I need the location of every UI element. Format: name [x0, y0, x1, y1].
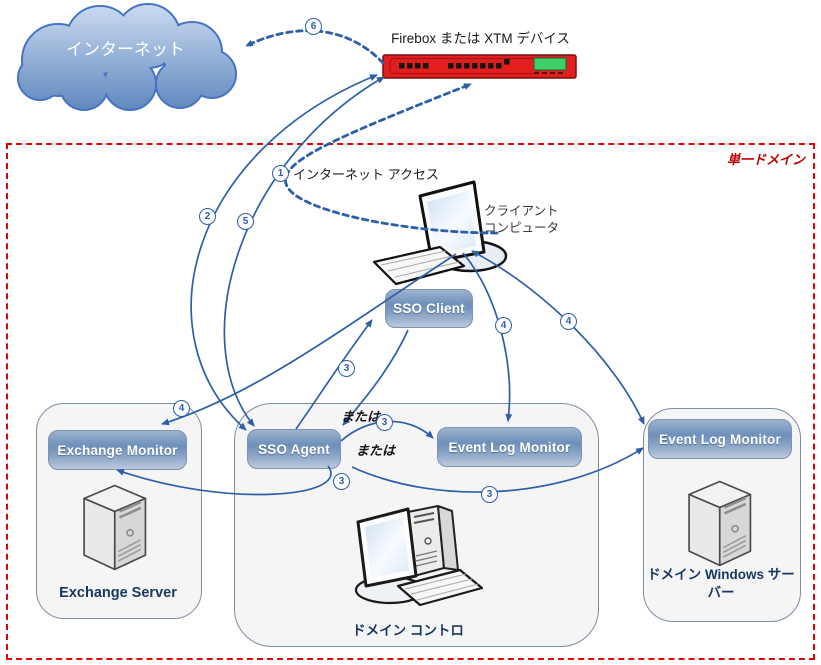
step4-badge-elm-right: 4: [560, 313, 577, 330]
sso-client-box: SSO Client: [385, 289, 473, 328]
client-label-line1: クライアント: [484, 204, 559, 218]
step3-badge-exchange: 3: [333, 473, 350, 490]
step5-number-badge: 5: [237, 213, 254, 230]
or-label-top: または: [341, 409, 381, 424]
domain-windows-server-label: ドメイン Windows サーバー: [647, 567, 795, 600]
sso-agent-box: SSO Agent: [247, 429, 341, 469]
step3-badge-sso-client: 3: [338, 360, 355, 377]
exchange-monitor-box: Exchange Monitor: [48, 430, 187, 470]
internet-label: インターネット: [66, 40, 185, 59]
event-log-monitor-center-box: Event Log Monitor: [437, 427, 582, 467]
step3-badge-elm-center: 3: [376, 414, 393, 431]
client-computer-label: クライアント コンピュータ: [484, 203, 584, 237]
event-log-monitor-right-box: Event Log Monitor: [648, 419, 792, 459]
firebox-device: [382, 54, 577, 79]
step1-text: インターネット アクセス: [293, 167, 439, 182]
single-domain-label: 単一ドメイン: [726, 152, 805, 167]
step4-badge-exchange: 4: [173, 400, 190, 417]
domain-controller-label: ドメイン コントロ: [352, 623, 464, 638]
step1-label: 1 インターネット アクセス: [272, 164, 439, 183]
step3-badge-elm-right: 3: [481, 486, 498, 503]
step2-number-badge: 2: [199, 208, 216, 225]
or-label-right: または: [356, 443, 396, 458]
step1-number-badge: 1: [272, 165, 289, 182]
step6-number-badge: 6: [305, 18, 322, 35]
step4-badge-elm-center: 4: [495, 317, 512, 334]
firebox-label: Firebox または XTM デバイス: [391, 31, 570, 46]
client-label-line2: コンピュータ: [484, 221, 560, 235]
arrow-step6: [244, 29, 385, 65]
exchange-server-label: Exchange Server: [59, 585, 177, 601]
